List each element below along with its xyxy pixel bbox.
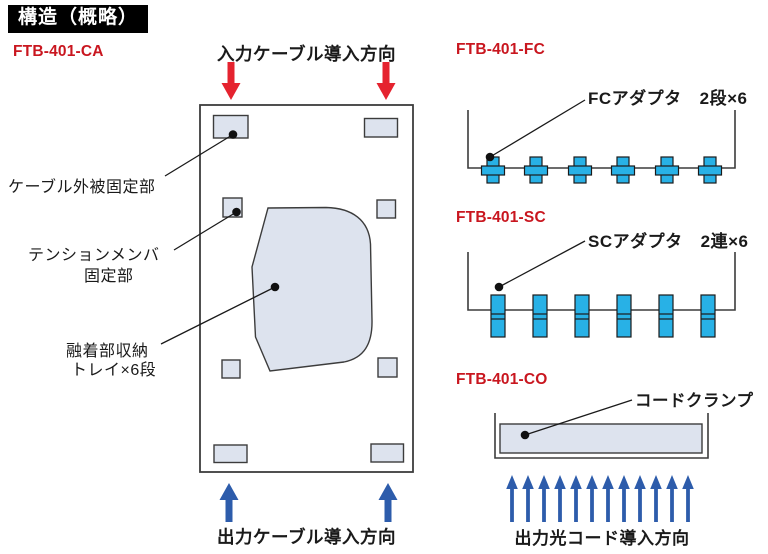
callout-dot <box>228 130 238 139</box>
fc-adapter-count: 2段×6 <box>699 89 748 108</box>
fc-adapter-icon <box>654 156 680 184</box>
sc-adapter-icon <box>532 294 548 338</box>
sc-adapter-icon <box>616 294 632 338</box>
sc-adapter-label: SCアダプタ <box>588 232 683 251</box>
fc-adapter-icon <box>480 156 506 184</box>
section-title: 構造（概略） <box>8 5 149 33</box>
output-cord-arrow-icon <box>650 475 662 522</box>
label-tension-member-line1: テンションメンバ <box>28 247 160 264</box>
leader-line <box>164 133 234 177</box>
callout-dot <box>232 207 241 217</box>
input-cable-arrow-icon <box>221 62 241 100</box>
output-cord-arrow-icon <box>618 475 630 522</box>
sc-adapter-count: 2連×6 <box>700 232 749 251</box>
output-cord-arrow-icon <box>602 475 614 522</box>
callout-dot <box>494 282 504 292</box>
label-splice-tray-line2: トレイ×6段 <box>71 362 157 379</box>
output-cord-arrow-icon <box>682 475 694 522</box>
output-cable-arrow-icon <box>378 483 398 522</box>
leader-line <box>173 211 237 251</box>
label-cable-sheath-fixing: ケーブル外被固定部 <box>8 179 156 196</box>
splice-tray-shape <box>251 206 373 372</box>
model-label-fc: FTB-401-FC <box>456 41 545 58</box>
sc-adapter-caption: SCアダプタ 2連×6 <box>588 227 748 252</box>
leader-line <box>489 99 586 158</box>
fixing-block <box>221 359 241 379</box>
leader-line <box>524 399 633 436</box>
callout-dot <box>485 152 495 162</box>
sc-diagram <box>467 240 736 338</box>
output-cord-arrow-icon <box>554 475 566 522</box>
output-cord-arrow-icon <box>538 475 550 522</box>
fc-diagram <box>467 99 736 184</box>
tray-outline <box>494 413 709 459</box>
cable-sheath-fixing-block <box>213 444 248 464</box>
label-splice-tray-line1: 融着部収納 <box>66 343 149 360</box>
output-cord-arrow-icon <box>586 475 598 522</box>
cable-sheath-fixing-block <box>370 443 405 463</box>
output-cable-arrow-icon <box>219 483 239 522</box>
fc-adapter-icon <box>610 156 636 184</box>
model-label-sc: FTB-401-SC <box>456 209 546 226</box>
output-cord-arrow-icon <box>570 475 582 522</box>
callout-dot <box>270 282 280 292</box>
fc-adapter-caption: FCアダプタ 2段×6 <box>588 84 748 109</box>
model-label-co: FTB-401-CO <box>456 371 548 388</box>
input-cable-caption: 入力ケーブル導入方向 <box>217 44 396 64</box>
fixing-block <box>377 357 398 378</box>
co-diagram <box>494 399 709 522</box>
tray-outline <box>467 110 736 169</box>
fc-adapter-icon <box>523 156 549 184</box>
tension-member-fixing-block <box>376 199 397 219</box>
sc-adapter-icon <box>700 294 716 338</box>
input-cable-arrow-icon <box>376 62 396 100</box>
ca-diagram <box>160 62 414 522</box>
cable-sheath-fixing-block <box>363 117 399 138</box>
fc-adapter-icon <box>567 156 593 184</box>
cord-clamp-label: コードクランプ <box>635 392 754 410</box>
sc-adapter-icon <box>490 294 506 338</box>
fc-adapter-icon <box>697 156 723 184</box>
tray-outline <box>467 252 736 311</box>
model-label-ca: FTB-401-CA <box>13 43 104 60</box>
output-cord-arrow-icon <box>666 475 678 522</box>
output-cable-caption: 出力ケーブル導入方向 <box>217 527 396 547</box>
output-cord-arrows <box>506 475 694 522</box>
cord-clamp-block <box>499 423 703 454</box>
label-tension-member-line2: 固定部 <box>84 268 134 285</box>
output-cord-arrow-icon <box>522 475 534 522</box>
callout-dot <box>520 430 530 440</box>
sc-adapter-icon <box>574 294 590 338</box>
output-cord-arrow-icon <box>506 475 518 522</box>
fc-adapter-label: FCアダプタ <box>588 89 682 108</box>
leader-line <box>498 240 586 288</box>
leader-line <box>160 286 276 345</box>
sc-adapter-icon <box>658 294 674 338</box>
output-cord-arrow-icon <box>634 475 646 522</box>
output-cord-caption: 出力光コード導入方向 <box>514 529 690 548</box>
